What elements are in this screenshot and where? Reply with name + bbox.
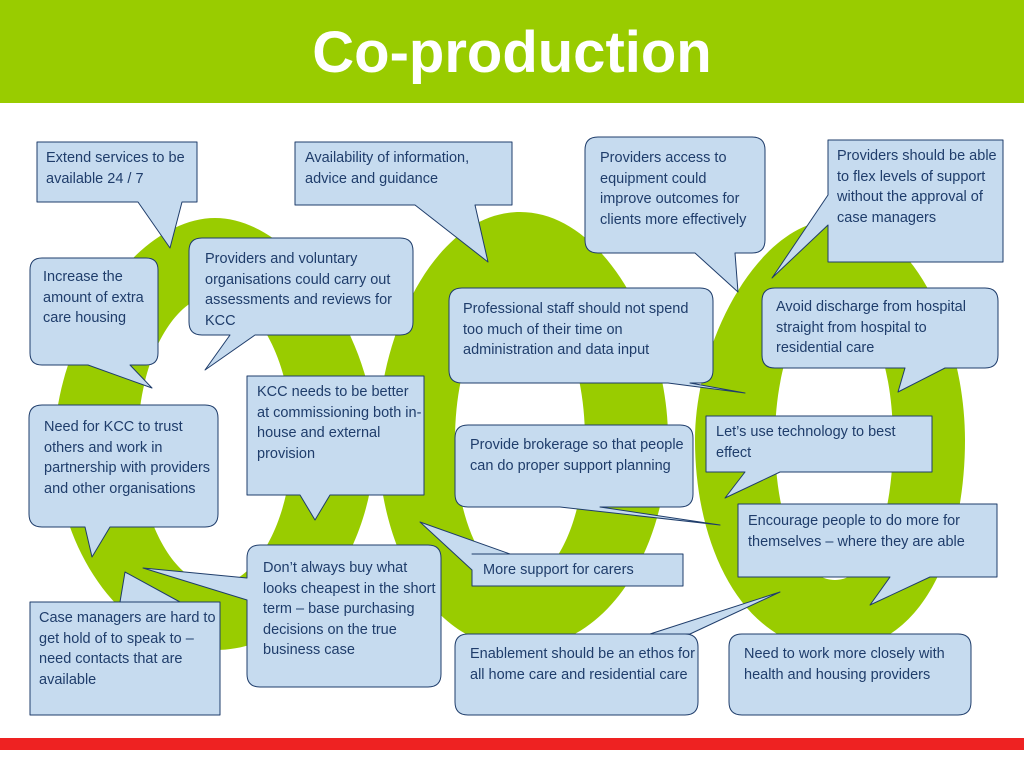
callout-cheapest-shape: [142, 544, 442, 688]
callout-extra-care-housing: Increase the amount of extra care housin…: [43, 269, 144, 326]
callout-extra-care-housing-shape: [29, 257, 159, 389]
callout-trust-others-shape: [28, 404, 219, 558]
callout-trust-others: Need for KCC to trust others and work in…: [44, 419, 211, 497]
callout-providers-equipment: Providers access to equipment could impr…: [600, 150, 747, 228]
callout-carers-support-shape: [419, 521, 684, 587]
callout-technology: Let’s use technology to best effect: [716, 424, 896, 461]
callout-cheapest: Don’t always buy what looks cheapest in …: [263, 560, 436, 658]
callout-providers-equipment-shape: [584, 136, 766, 293]
callout-health-housing: Need to work more closely with health an…: [744, 646, 945, 683]
callout-availability-info: Availability of information, advice and …: [305, 150, 470, 187]
callout-encourage-people-shape: [737, 503, 998, 606]
callout-enablement: Enablement should be an ethos for all ho…: [470, 646, 695, 683]
bottom-accent-bar: [0, 738, 1024, 750]
slide-title: Co-production: [312, 20, 712, 85]
callout-technology-shape: [705, 415, 933, 499]
callout-voluntary-assessments: Providers and voluntary organisations co…: [205, 251, 392, 329]
callout-voluntary-assessments-shape: [188, 237, 414, 371]
callout-health-housing-shape: [728, 633, 972, 716]
callout-providers-flex-shape: [771, 139, 1004, 279]
callout-carers-support: More support for carers: [483, 562, 634, 578]
callout-commissioning: KCC needs to be better at commissioning …: [257, 384, 422, 462]
callout-case-managers: Case managers are hard to get hold of to…: [39, 610, 216, 688]
callout-extend-services: Extend services to be available 24 / 7: [46, 150, 185, 187]
callout-commissioning-shape: [246, 375, 425, 521]
callout-availability-info-shape: [294, 141, 513, 263]
callout-enablement-shape: [454, 591, 781, 716]
callout-brokerage: Provide brokerage so that people can do …: [470, 437, 684, 474]
callout-extend-services-shape: [36, 141, 198, 249]
callout-avoid-discharge-shape: [761, 287, 999, 393]
callout-case-managers-shape: [29, 571, 221, 716]
callout-brokerage-shape: [454, 424, 721, 526]
title-banner: [0, 0, 1024, 103]
callout-encourage-people: Encourage people to do more for themselv…: [748, 513, 965, 550]
callout-providers-flex: Providers should be able to flex levels …: [837, 148, 997, 226]
callout-avoid-discharge: Avoid discharge from hospital straight f…: [776, 299, 966, 356]
callout-professional-staff: Professional staff should not spend too …: [463, 301, 689, 358]
callout-professional-staff-shape: [448, 287, 746, 394]
